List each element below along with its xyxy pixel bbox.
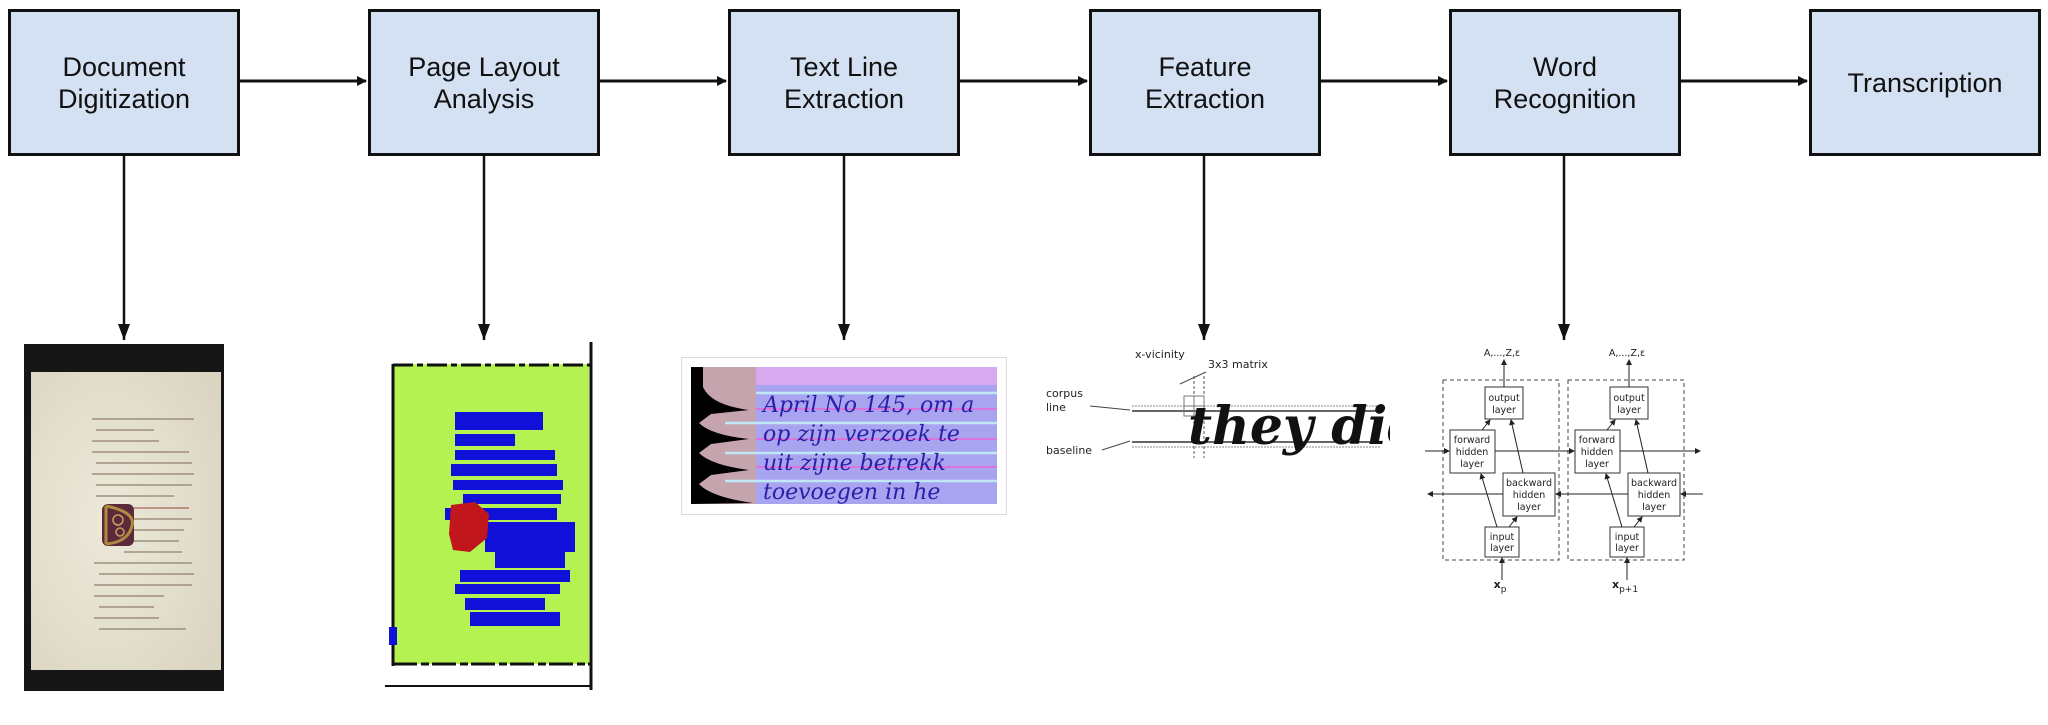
stage-label-line2: Extraction bbox=[783, 83, 905, 114]
manuscript-page-image bbox=[24, 344, 224, 691]
x-vicinity-label: x-vicinity bbox=[1135, 348, 1185, 361]
corpus-line-label-1: corpus bbox=[1046, 387, 1083, 400]
arrowhead-down-feature bbox=[1198, 324, 1210, 340]
arrowhead-down-textline bbox=[838, 324, 850, 340]
forward-layer-label: layer bbox=[1460, 459, 1484, 470]
decoration-region bbox=[449, 502, 489, 552]
forward-layer-label: hidden bbox=[1456, 447, 1489, 458]
stage-label-line2: Analysis bbox=[433, 83, 535, 114]
arrowhead-down-word bbox=[1558, 324, 1570, 340]
line-boundaries bbox=[725, 391, 997, 483]
stage-transcription: Transcription bbox=[1809, 9, 2041, 156]
layout-segmentation-image bbox=[385, 342, 595, 690]
stage-label-line1: Transcription bbox=[1847, 67, 2003, 98]
handwritten-sample-word: they did. bbox=[1188, 396, 1390, 457]
forward-layer-label: layer bbox=[1585, 459, 1609, 470]
forward-layer-label: hidden bbox=[1581, 447, 1614, 458]
input-layer-label: input bbox=[1615, 532, 1640, 543]
input-layer-1 bbox=[1484, 526, 1520, 558]
output-symbols-2: A,...,Z,ε bbox=[1609, 348, 1645, 359]
corpus-line-label-2: line bbox=[1046, 401, 1066, 414]
output-layer-label: output bbox=[1613, 393, 1645, 404]
output-layer-1 bbox=[1484, 386, 1524, 420]
manuscript-text-lines bbox=[92, 418, 194, 630]
input-vector-1: xp bbox=[1494, 578, 1507, 595]
baseline-label: baseline bbox=[1046, 444, 1092, 457]
input-vector-2: xp+1 bbox=[1612, 578, 1638, 595]
input-layer-label: layer bbox=[1615, 543, 1639, 554]
network-connections bbox=[1425, 359, 1703, 580]
stage-label-line2: Recognition bbox=[1493, 83, 1637, 114]
illuminated-initial-icon bbox=[102, 504, 134, 546]
stage-label-line1: Word bbox=[1532, 51, 1598, 82]
matrix-label: 3x3 matrix bbox=[1208, 358, 1268, 371]
stage-label-line1: Page Layout bbox=[408, 51, 560, 82]
output-layer-label: layer bbox=[1617, 405, 1641, 416]
forward-hidden-layer-2 bbox=[1574, 429, 1621, 474]
stage-label-line1: Document bbox=[62, 51, 186, 82]
matrix-window bbox=[1183, 395, 1205, 417]
feature-extraction-image: x-vicinity 3x3 matrix corpus line baseli… bbox=[1046, 348, 1390, 458]
backward-layer-label: layer bbox=[1517, 502, 1541, 513]
output-layer-label: output bbox=[1488, 393, 1520, 404]
guide-lines bbox=[1132, 376, 1380, 458]
input-layer-label: layer bbox=[1490, 543, 1514, 554]
arrowhead-down-digitization bbox=[118, 324, 130, 340]
backward-layer-label: backward bbox=[1631, 478, 1677, 489]
stage-label-line1: Text Line bbox=[789, 51, 899, 82]
backward-layer-label: hidden bbox=[1638, 490, 1671, 501]
forward-layer-label: forward bbox=[1579, 435, 1615, 446]
stage-label-line1: Feature bbox=[1158, 51, 1252, 82]
text-line-extraction-image: April No 145, om a op zijn verzoek te ui… bbox=[681, 357, 1007, 515]
projection-profile bbox=[691, 367, 753, 504]
blstm-network-image: A,...,Z,ε output layer forward hidden la… bbox=[1425, 348, 1703, 595]
handwritten-line-4: toevoegen in he bbox=[763, 480, 940, 505]
output-symbols-1: A,...,Z,ε bbox=[1484, 348, 1520, 359]
handwritten-line-2: op zijn verzoek te bbox=[763, 422, 960, 447]
stage-label-line2: Digitization bbox=[57, 83, 191, 114]
baselines bbox=[756, 408, 997, 468]
stage-label-line2: Extraction bbox=[1144, 83, 1266, 114]
backward-hidden-layer-2 bbox=[1627, 472, 1681, 517]
input-layer-2 bbox=[1609, 526, 1645, 558]
backward-layer-label: layer bbox=[1642, 502, 1666, 513]
input-layer-label: input bbox=[1490, 532, 1515, 543]
forward-layer-label: forward bbox=[1454, 435, 1490, 446]
backward-layer-label: hidden bbox=[1513, 490, 1546, 501]
forward-hidden-layer-1 bbox=[1449, 429, 1496, 474]
arrowhead-down-layout bbox=[478, 324, 490, 340]
handwritten-line-1: April No 145, om a bbox=[761, 393, 974, 418]
handwritten-line-3: uit zijne betrekk bbox=[763, 451, 946, 476]
backward-layer-label: backward bbox=[1506, 478, 1552, 489]
output-layer-label: layer bbox=[1492, 405, 1516, 416]
